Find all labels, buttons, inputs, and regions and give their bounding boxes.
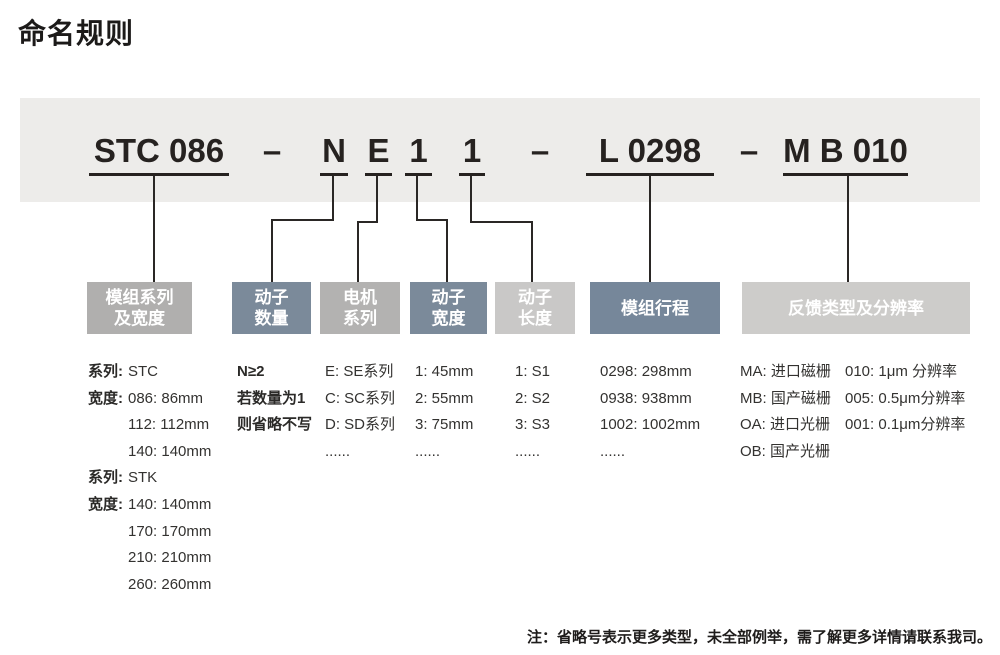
box-module-series-width: 模组系列 及宽度: [87, 282, 192, 334]
list-item: OA: 进口光栅: [740, 416, 831, 434]
ellipsis: ......: [515, 442, 541, 460]
ellipsis: ......: [600, 442, 626, 460]
list-item: 3: S3: [515, 416, 551, 434]
box-mover-width: 动子 宽度: [410, 282, 487, 334]
list-item: 001: 0.1μm分辨率: [845, 416, 966, 434]
list-item: 宽度:086: 86mm: [88, 389, 204, 407]
code-segment-mover-width: 1: [405, 131, 432, 176]
code-dash-3: –: [739, 132, 759, 169]
column-mover-length: 1: S1 2: S2 3: S3 ......: [515, 359, 550, 465]
list-item: 宽度:140: 140mm: [88, 495, 212, 513]
ellipsis: ......: [415, 442, 441, 460]
code-segment-series-width: STC 086: [89, 131, 229, 176]
code-dash-1: –: [262, 132, 282, 169]
list-item: 112: 112mm: [128, 416, 210, 434]
code-segment-mover-length: 1: [459, 131, 485, 176]
list-item: MA: 进口磁栅: [740, 363, 831, 380]
column-series-width: 系列:STC 宽度:086: 86mm 112: 112mm 140: 140m…: [88, 359, 211, 598]
list-item: E: SE系列: [325, 363, 394, 380]
list-item: C: SC系列: [325, 389, 396, 407]
list-item: 010: 1μm 分辨率: [845, 363, 958, 380]
list-item: 1002: 1002mm: [600, 416, 701, 434]
code-segment-mover-count: N: [320, 131, 348, 176]
ellipsis: ......: [325, 442, 351, 460]
list-item: 1: 45mm: [415, 363, 474, 380]
list-item: 2: S2: [515, 389, 551, 407]
column-mover-width: 1: 45mm 2: 55mm 3: 75mm ......: [415, 359, 473, 465]
list-item: 0298: 298mm: [600, 363, 692, 380]
list-item: OB: 国产光栅: [740, 442, 831, 460]
list-item: 3: 75mm: [415, 416, 474, 434]
column-feedback-type: MA: 进口磁栅 MB: 国产磁栅 OA: 进口光栅 OB: 国产光栅: [740, 359, 831, 465]
box-mover-count: 动子 数量: [232, 282, 311, 334]
list-item: 005: 0.5μm分辨率: [845, 389, 966, 407]
list-item: MB: 国产磁栅: [740, 389, 831, 407]
code-segment-motor-series: E: [365, 131, 392, 176]
list-item: D: SD系列: [325, 416, 396, 434]
list-item: 210: 210mm: [128, 549, 212, 567]
code-segment-stroke: L 0298: [586, 131, 714, 176]
list-item: 则省略不写: [237, 416, 313, 434]
column-feedback-resolution: 010: 1μm 分辨率 005: 0.5μm分辨率 001: 0.1μm分辨率: [845, 359, 965, 439]
column-motor-series: E: SE系列 C: SC系列 D: SD系列 ......: [325, 359, 395, 465]
list-item: 2: 55mm: [415, 389, 474, 407]
code-segment-feedback: M B 010: [783, 131, 908, 176]
list-item: N≥2: [237, 363, 265, 380]
list-item: 系列:STC: [88, 363, 158, 380]
footnote: 注：省略号表示更多类型，未全部例举，需了解更多详情请联系我司。: [526, 629, 992, 646]
list-item: 1: S1: [515, 363, 551, 380]
box-mover-length: 动子 长度: [495, 282, 575, 334]
code-dash-2: –: [530, 132, 550, 169]
column-mover-count: N≥2 若数量为1 则省略不写: [237, 359, 312, 439]
list-item: 170: 170mm: [128, 522, 212, 540]
column-module-stroke: 0298: 298mm 0938: 938mm 1002: 1002mm ...…: [600, 359, 700, 465]
box-feedback-type: 反馈类型及分辨率: [742, 282, 970, 334]
list-item: 140: 140mm: [128, 442, 212, 460]
list-item: 260: 260mm: [128, 575, 212, 593]
box-motor-series: 电机 系列: [320, 282, 400, 334]
list-item: 系列:STK: [88, 469, 158, 487]
list-item: 若数量为1: [237, 389, 306, 407]
list-item: 0938: 938mm: [600, 389, 692, 407]
page-title: 命名规则: [18, 18, 135, 49]
box-module-stroke: 模组行程: [590, 282, 720, 334]
